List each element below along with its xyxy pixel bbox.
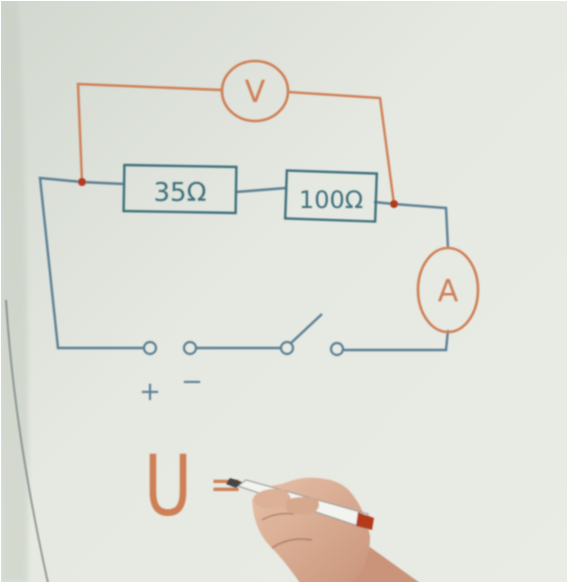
wire-r1-to-r2 [235, 186, 287, 194]
voltage-symbol: U [144, 437, 192, 535]
voltmeter-wire-left [76, 82, 223, 183]
board-frame-edge [5, 299, 49, 583]
resistor-1-label: 35Ω [154, 178, 207, 208]
finger-crease [271, 538, 313, 549]
voltmeter-circle [220, 59, 290, 123]
junction-node-left [78, 178, 86, 186]
voltmeter-label: V [245, 75, 266, 110]
wire-r2-to-ammeter [373, 200, 450, 249]
switch-lever [290, 313, 323, 344]
junction-node-right [390, 200, 398, 208]
middle-finger [286, 497, 319, 515]
battery-terminal-minus [182, 340, 198, 356]
resistor-1-box [122, 163, 238, 215]
wire-node-to-r1 [81, 180, 125, 186]
knuckle-crease [261, 512, 295, 521]
voltmeter-wire-right [287, 90, 396, 205]
switch-terminal-left [279, 340, 295, 356]
marker-cap [356, 512, 374, 530]
ammeter-circle [416, 246, 480, 334]
wire-left-loop [38, 176, 145, 350]
resistor-2-box [283, 169, 379, 223]
ammeter-label: A [438, 274, 459, 309]
index-finger [253, 488, 292, 509]
hand-with-marker [226, 477, 420, 583]
resistor-2-label: 100Ω [299, 186, 363, 214]
wire-ammeter-to-switch [344, 329, 450, 352]
marker-tip [226, 478, 242, 488]
minus-label: − [181, 367, 203, 397]
switch-terminal-right [329, 341, 345, 357]
battery-terminal-plus [142, 340, 158, 356]
plus-label: + [139, 377, 161, 407]
